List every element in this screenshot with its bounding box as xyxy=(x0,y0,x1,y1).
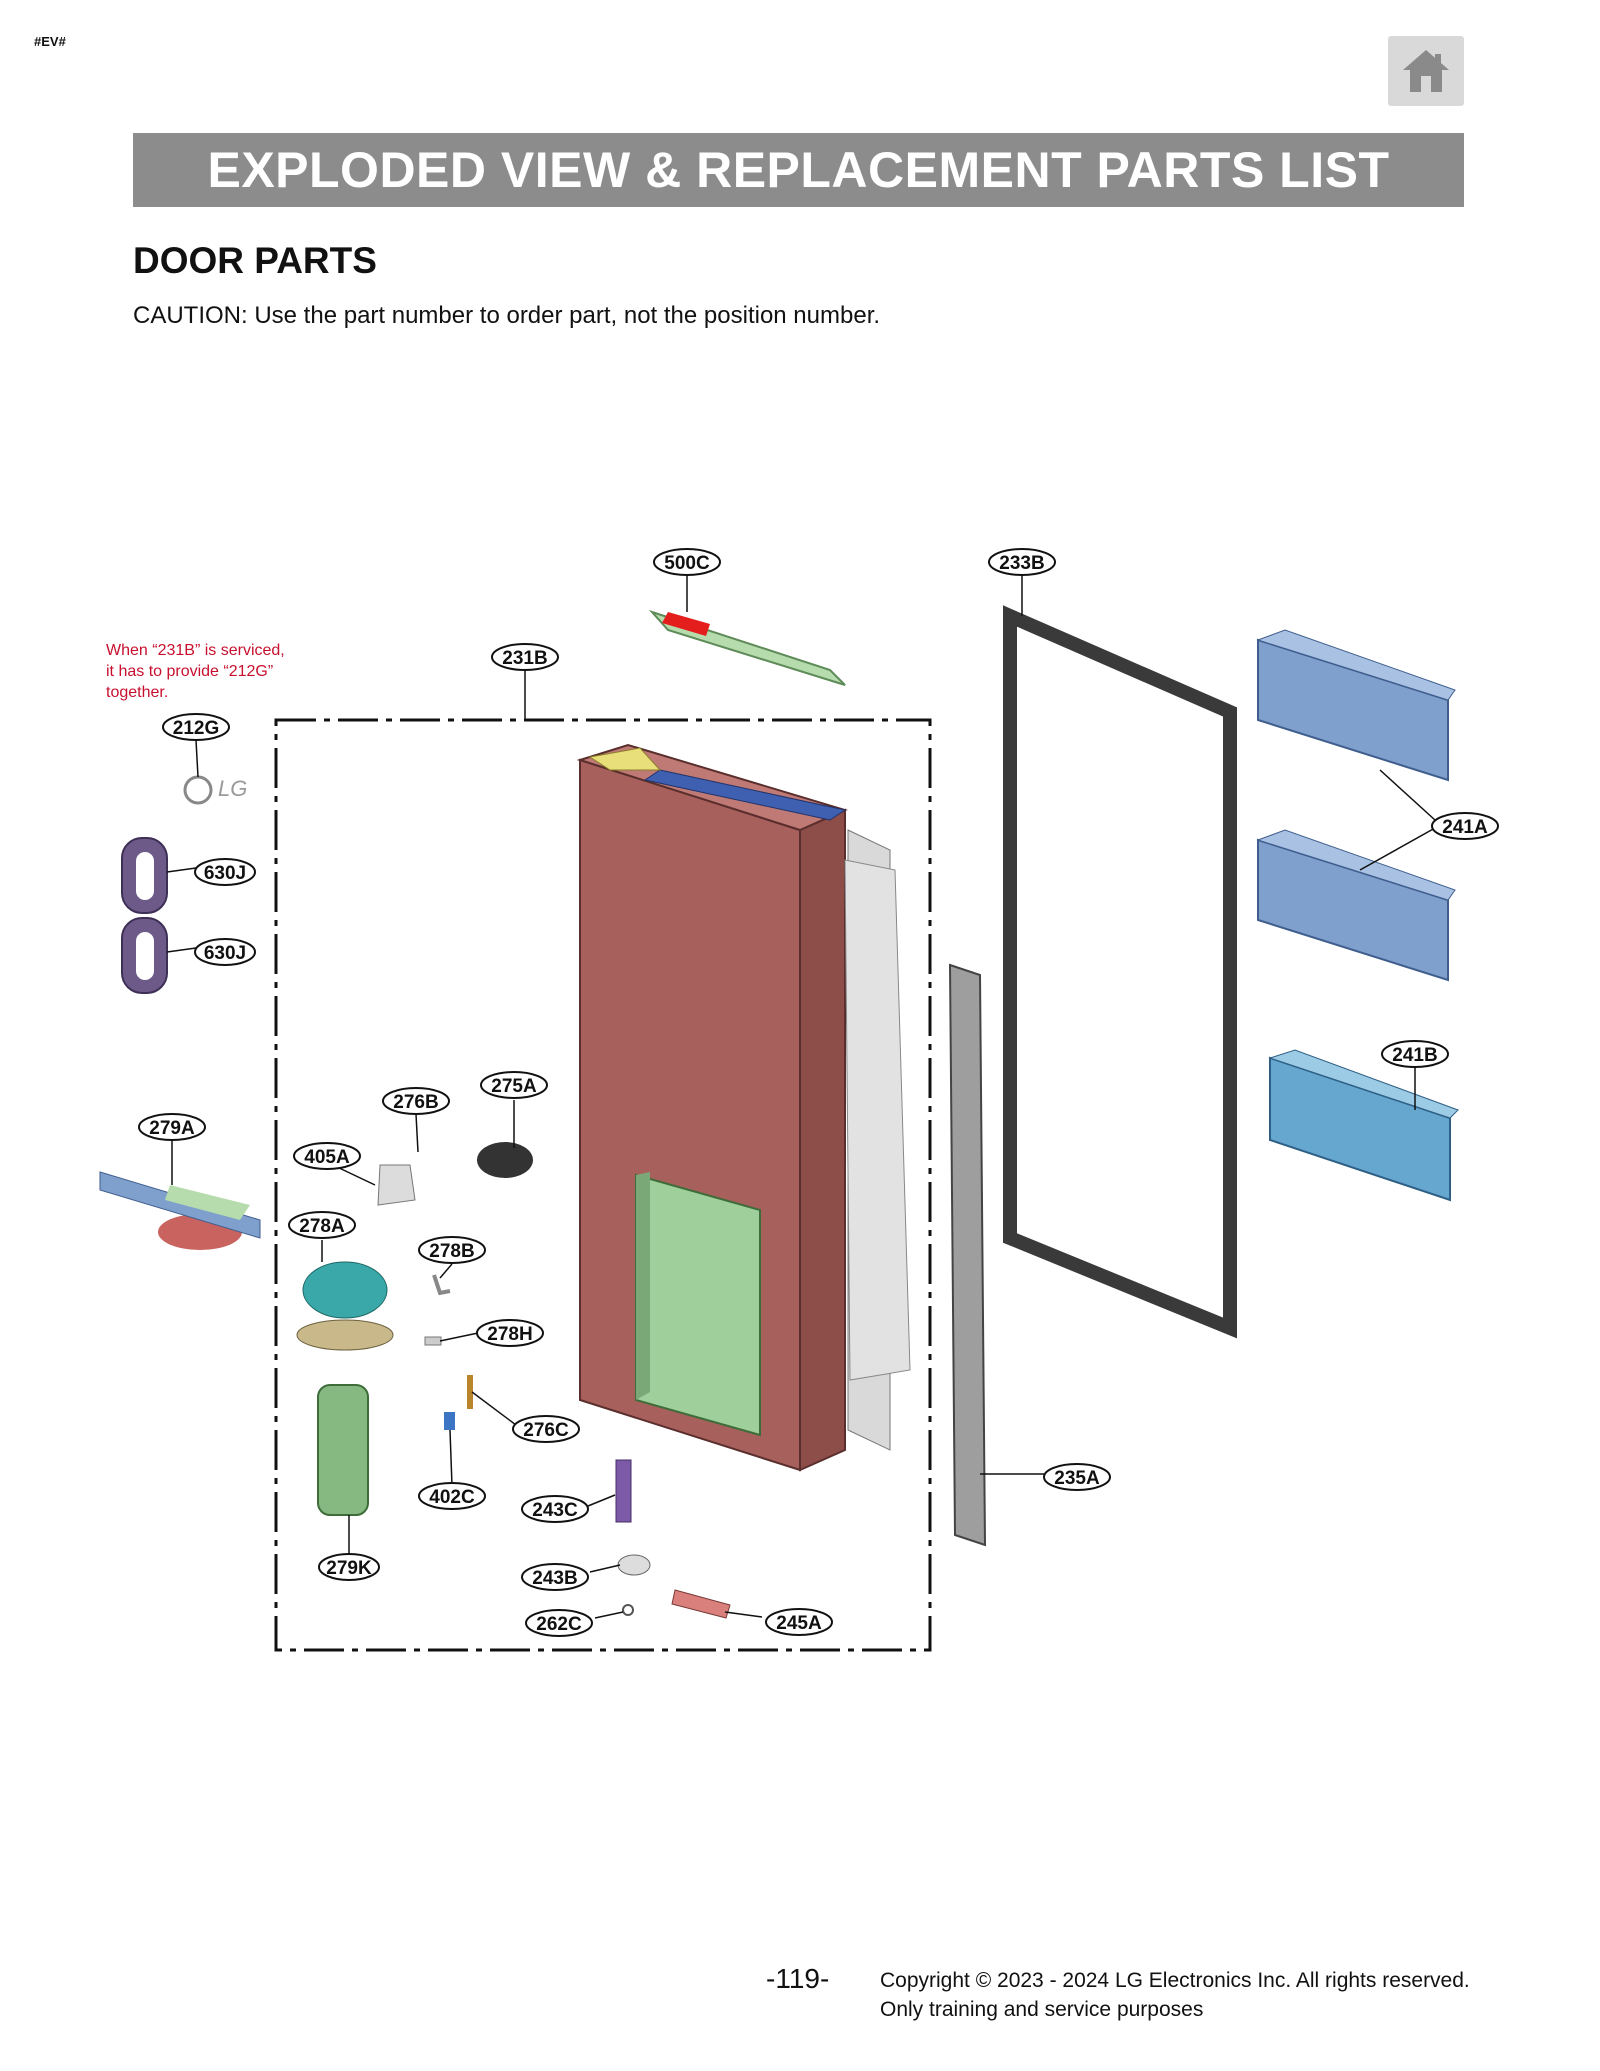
lg-emblem: LG xyxy=(183,775,247,805)
part-405a xyxy=(377,1164,416,1206)
service-note: When “231B” is serviced, it has to provi… xyxy=(106,642,285,701)
svg-text:278B: 278B xyxy=(429,1241,474,1262)
callout-262c: 262C xyxy=(525,1609,593,1637)
document-tag: #EV# xyxy=(34,34,66,49)
door-gasket xyxy=(1003,605,1237,1339)
svg-text:402C: 402C xyxy=(429,1487,475,1508)
svg-text:241A: 241A xyxy=(1442,817,1488,838)
part-278a xyxy=(296,1261,394,1351)
title-banner: EXPLODED VIEW & REPLACEMENT PARTS LIST xyxy=(133,133,1464,207)
svg-text:245A: 245A xyxy=(776,1613,822,1634)
callout-241a: 241A xyxy=(1431,812,1499,840)
svg-text:233B: 233B xyxy=(999,553,1044,574)
part-278h xyxy=(424,1336,442,1346)
svg-text:241B: 241B xyxy=(1392,1045,1437,1066)
callout-243b: 243B xyxy=(521,1563,589,1591)
svg-text:278H: 278H xyxy=(487,1324,532,1345)
part-500c xyxy=(648,609,846,686)
leader-lines xyxy=(166,574,1436,1619)
svg-text:630J: 630J xyxy=(204,943,246,964)
home-button[interactable] xyxy=(1388,36,1464,106)
callout-405a: 405A xyxy=(293,1142,361,1170)
door-panel xyxy=(576,743,911,1472)
handle-lower xyxy=(121,917,168,994)
copyright-text: Copyright © 2023 - 2024 LG Electronics I… xyxy=(880,1969,1470,2021)
callout-235a: 235A xyxy=(1043,1463,1111,1491)
callout-212g: 212G xyxy=(162,713,230,741)
section-title: DOOR PARTS xyxy=(133,240,377,281)
svg-text:276B: 276B xyxy=(393,1092,438,1113)
trim-strip xyxy=(948,963,987,1547)
caution-text: CAUTION: Use the part number to order pa… xyxy=(133,302,881,329)
part-245a xyxy=(671,1589,731,1619)
callout-402c: 402C xyxy=(418,1482,486,1510)
callout-279k: 279K xyxy=(318,1553,380,1581)
callout-630j-upper: 630J xyxy=(194,858,256,886)
callout-278h: 278H xyxy=(476,1319,544,1347)
part-276c xyxy=(467,1375,473,1409)
callout-278a: 278A xyxy=(288,1211,356,1239)
assembly-boundary xyxy=(274,718,932,1652)
callout-500c: 500C xyxy=(653,548,721,576)
callout-233b: 233B xyxy=(988,548,1056,576)
svg-text:500C: 500C xyxy=(664,553,710,574)
svg-text:243B: 243B xyxy=(532,1568,577,1589)
callout-279a: 279A xyxy=(138,1113,206,1141)
page-title: EXPLODED VIEW & REPLACEMENT PARTS LIST xyxy=(207,142,1390,198)
door-bin-upper xyxy=(1256,629,1456,782)
callout-245a: 245A xyxy=(765,1608,833,1636)
svg-text:279K: 279K xyxy=(326,1558,372,1579)
exploded-view-diagram: LG xyxy=(99,548,1499,1652)
part-278b xyxy=(432,1274,451,1296)
part-402c xyxy=(444,1412,455,1430)
callout-275a: 275A xyxy=(480,1071,548,1099)
callout-231b: 231B xyxy=(491,643,559,671)
door-bin-lower xyxy=(1268,1049,1459,1202)
svg-text:278A: 278A xyxy=(299,1216,345,1237)
callout-278b: 278B xyxy=(418,1236,486,1264)
door-bin-middle xyxy=(1256,829,1456,982)
svg-text:243C: 243C xyxy=(532,1500,578,1521)
svg-text:235A: 235A xyxy=(1054,1468,1100,1489)
callout-243c: 243C xyxy=(521,1495,589,1523)
part-275a xyxy=(477,1142,533,1178)
part-279k xyxy=(317,1384,369,1516)
page-number: -119- xyxy=(766,1963,830,1994)
svg-text:231B: 231B xyxy=(502,648,547,669)
svg-text:405A: 405A xyxy=(304,1147,350,1168)
home-icon xyxy=(1403,50,1449,92)
svg-text:275A: 275A xyxy=(491,1076,537,1097)
svg-text:630J: 630J xyxy=(204,863,246,884)
handle-upper xyxy=(121,837,168,914)
svg-text:279A: 279A xyxy=(149,1118,195,1139)
part-243b xyxy=(617,1554,651,1576)
svg-text:262C: 262C xyxy=(536,1614,582,1635)
callout-630j-lower: 630J xyxy=(194,938,256,966)
svg-text:212G: 212G xyxy=(173,718,219,739)
part-262c xyxy=(622,1604,634,1616)
part-279a xyxy=(99,1171,261,1250)
callout-276c: 276C xyxy=(512,1415,580,1443)
svg-text:276C: 276C xyxy=(523,1420,569,1441)
logo-text: LG xyxy=(218,776,247,801)
callout-276b: 276B xyxy=(382,1087,450,1115)
callout-241b: 241B xyxy=(1381,1040,1449,1068)
part-243c xyxy=(615,1459,632,1523)
